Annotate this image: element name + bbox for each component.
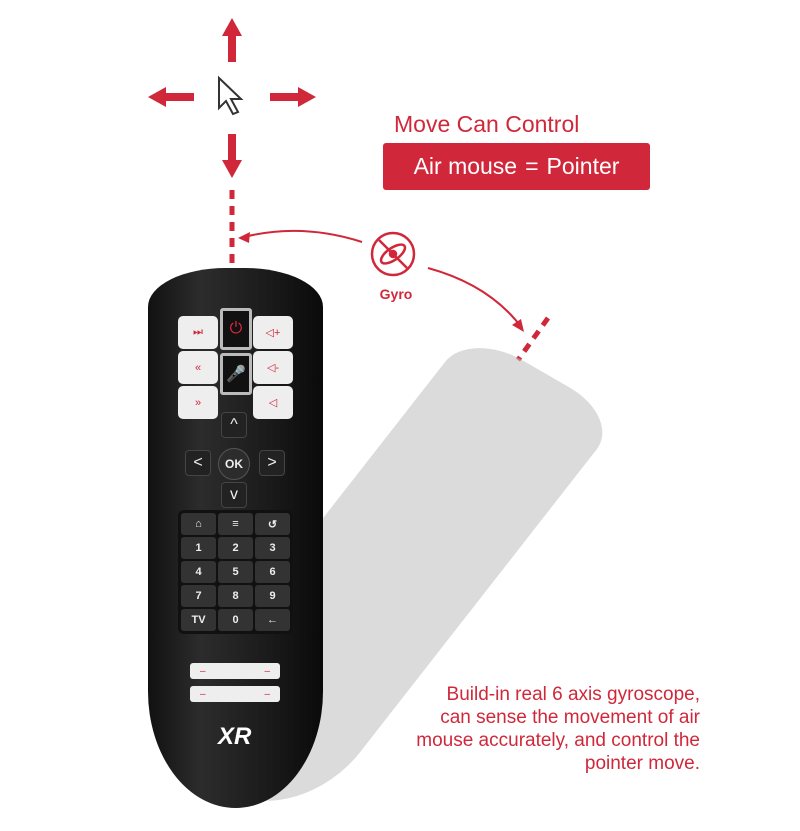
dpad: ^ v < > OK <box>173 412 298 508</box>
direction-arrows-icon <box>148 18 316 178</box>
mute-button[interactable]: ◁ <box>253 386 293 419</box>
bar-mark: – <box>264 665 270 677</box>
volume-up-button[interactable]: ◁+ <box>253 316 293 349</box>
play-pause-button[interactable]: ⏭ <box>178 316 218 349</box>
key-8[interactable]: 8 <box>218 585 253 607</box>
motion-graphics <box>148 18 551 362</box>
key-5[interactable]: 5 <box>218 561 253 583</box>
key-4[interactable]: 4 <box>181 561 216 583</box>
function-bar-2[interactable]: –– <box>190 686 280 702</box>
left-button[interactable]: < <box>185 450 211 476</box>
back-key[interactable]: ↺ <box>255 513 290 535</box>
gyro-label: Gyro <box>379 286 413 302</box>
key-1[interactable]: 1 <box>181 537 216 559</box>
up-button[interactable]: ^ <box>221 412 247 438</box>
home-key[interactable]: ⌂ <box>181 513 216 535</box>
description-line: Build-in real 6 axis gyroscope, <box>446 684 700 705</box>
keypad: ⌂ ≡ ↺ 1 2 3 4 5 6 7 8 9 TV 0 ← <box>178 510 293 634</box>
badge-left: Air mouse <box>413 153 518 179</box>
description-line: mouse accurately, and control the <box>416 730 700 751</box>
description-line: can sense the movement of air <box>440 707 700 728</box>
rewind-button[interactable]: « <box>178 351 218 384</box>
key-0[interactable]: 0 <box>218 609 253 631</box>
badge-eq: = <box>525 153 539 179</box>
down-button[interactable]: v <box>221 482 247 508</box>
key-2[interactable]: 2 <box>218 537 253 559</box>
remote-control: ⏭ « » ◁+ ◁- ◁ ⏻ 🎤 ^ v < > OK ⌂ ≡ ↺ 1 2 3… <box>148 268 323 808</box>
volume-down-button[interactable]: ◁- <box>253 351 293 384</box>
return-key[interactable]: ← <box>255 609 290 631</box>
mic-button[interactable]: 🎤 <box>220 353 252 395</box>
badge-right: Pointer <box>546 153 620 179</box>
description: Build-in real 6 axis gyroscope, can sens… <box>416 683 700 775</box>
bar-mark: – <box>200 665 206 677</box>
description-line: pointer move. <box>584 753 700 774</box>
forward-button[interactable]: » <box>178 386 218 419</box>
cursor-icon <box>218 75 244 116</box>
heading: Move Can Control <box>394 111 580 137</box>
right-button[interactable]: > <box>259 450 285 476</box>
function-bar-1[interactable]: –– <box>190 663 280 679</box>
brand-logo: XR <box>218 723 252 750</box>
air-mouse-badge: Air mouse = Pointer <box>383 143 650 190</box>
key-7[interactable]: 7 <box>181 585 216 607</box>
power-button[interactable]: ⏻ <box>220 308 252 350</box>
bar-mark: – <box>264 688 270 700</box>
key-9[interactable]: 9 <box>255 585 290 607</box>
gyro-icon <box>370 231 416 277</box>
ok-button[interactable]: OK <box>218 448 250 480</box>
tv-key[interactable]: TV <box>181 609 216 631</box>
key-6[interactable]: 6 <box>255 561 290 583</box>
menu-key[interactable]: ≡ <box>218 513 253 535</box>
key-3[interactable]: 3 <box>255 537 290 559</box>
bar-mark: – <box>200 688 206 700</box>
